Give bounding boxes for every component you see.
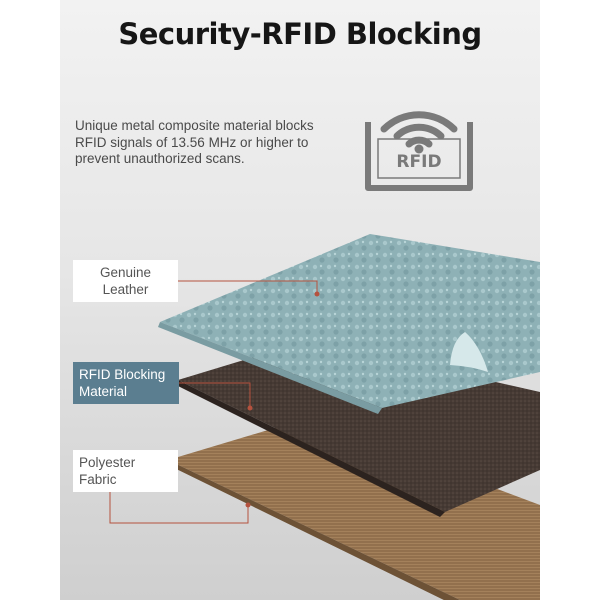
label-pointer-lines <box>109 280 318 524</box>
product-panel: Security-RFID Blocking Unique metal comp… <box>60 0 540 600</box>
rfid-badge-text: RFID <box>396 152 441 172</box>
label-genuine-leather: Genuine Leather <box>73 260 178 302</box>
wifi-signal-icon <box>380 111 458 148</box>
leather-curled-corner <box>450 332 488 372</box>
feature-description: Unique metal composite material blocks R… <box>75 118 314 166</box>
material-layers-illustration <box>109 234 540 600</box>
genuine-leather-layer <box>158 234 540 414</box>
label-polyester-fabric: Polyester Fabric <box>73 450 178 492</box>
page-title: Security-RFID Blocking <box>118 17 482 51</box>
rfid-badge-icon: RFID <box>365 111 473 191</box>
label-rfid-blocking-material: RFID Blocking Material <box>73 362 179 404</box>
polyester-fabric-layer <box>164 418 540 600</box>
